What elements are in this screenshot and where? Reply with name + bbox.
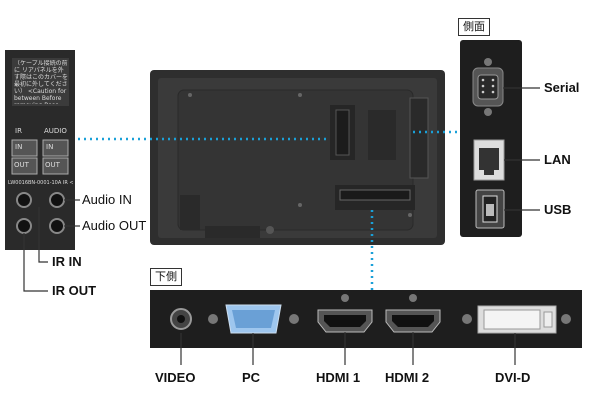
hdmi1-label: HDMI 1 bbox=[316, 370, 361, 385]
ir-in-callout-label: IR IN bbox=[52, 254, 82, 269]
io-leader-lines bbox=[23, 199, 80, 292]
usb-port-icon bbox=[475, 189, 505, 229]
caution-text: （ケーブル接続の前に リアパネルを外す際はこのカバーを 最初に外してください） … bbox=[14, 60, 68, 104]
io-header-audio: AUDIO bbox=[44, 127, 67, 135]
dvi-port-icon bbox=[462, 305, 571, 334]
model-text: LW0016BN-0001-10A IR <PC> bbox=[8, 180, 74, 186]
serial-label: Serial bbox=[544, 80, 580, 95]
audio-out-label: Audio OUT bbox=[82, 218, 147, 233]
hdmi2-port-icon bbox=[385, 294, 441, 333]
serial-port-icon bbox=[472, 58, 504, 116]
lan-label: LAN bbox=[544, 152, 571, 167]
ir-out-callout-label: IR OUT bbox=[52, 283, 97, 298]
audio-in-small-label: IN bbox=[46, 143, 54, 151]
usb-label: USB bbox=[544, 202, 572, 217]
audio-out-small-label: OUT bbox=[45, 161, 60, 169]
hdmi2-label: HDMI 2 bbox=[385, 370, 430, 385]
monitor-rear-view bbox=[150, 70, 445, 245]
hdmi1-port-icon bbox=[317, 294, 373, 333]
dotted-connectors bbox=[78, 130, 460, 290]
vga-port-icon bbox=[208, 304, 299, 334]
audio-in-label: Audio IN bbox=[82, 192, 132, 207]
ir-out-label: OUT bbox=[14, 161, 29, 169]
video-label: VIDEO bbox=[155, 370, 196, 385]
bottom-leader-lines bbox=[180, 332, 516, 365]
bottom-panel-tag: 下側 bbox=[150, 268, 182, 286]
lan-port-icon bbox=[473, 139, 505, 181]
io-header-ir: IR bbox=[15, 127, 22, 135]
ir-in-label: IN bbox=[15, 143, 23, 151]
video-jack-icon bbox=[170, 308, 192, 330]
side-leader-lines bbox=[503, 87, 540, 211]
io-panel-closeup bbox=[5, 50, 75, 250]
bottom-panel-closeup bbox=[150, 290, 582, 348]
side-panel-tag: 側面 bbox=[458, 18, 490, 36]
dvid-label: DVI-D bbox=[495, 370, 531, 385]
side-panel-closeup bbox=[460, 40, 522, 237]
pc-label: PC bbox=[242, 370, 261, 385]
